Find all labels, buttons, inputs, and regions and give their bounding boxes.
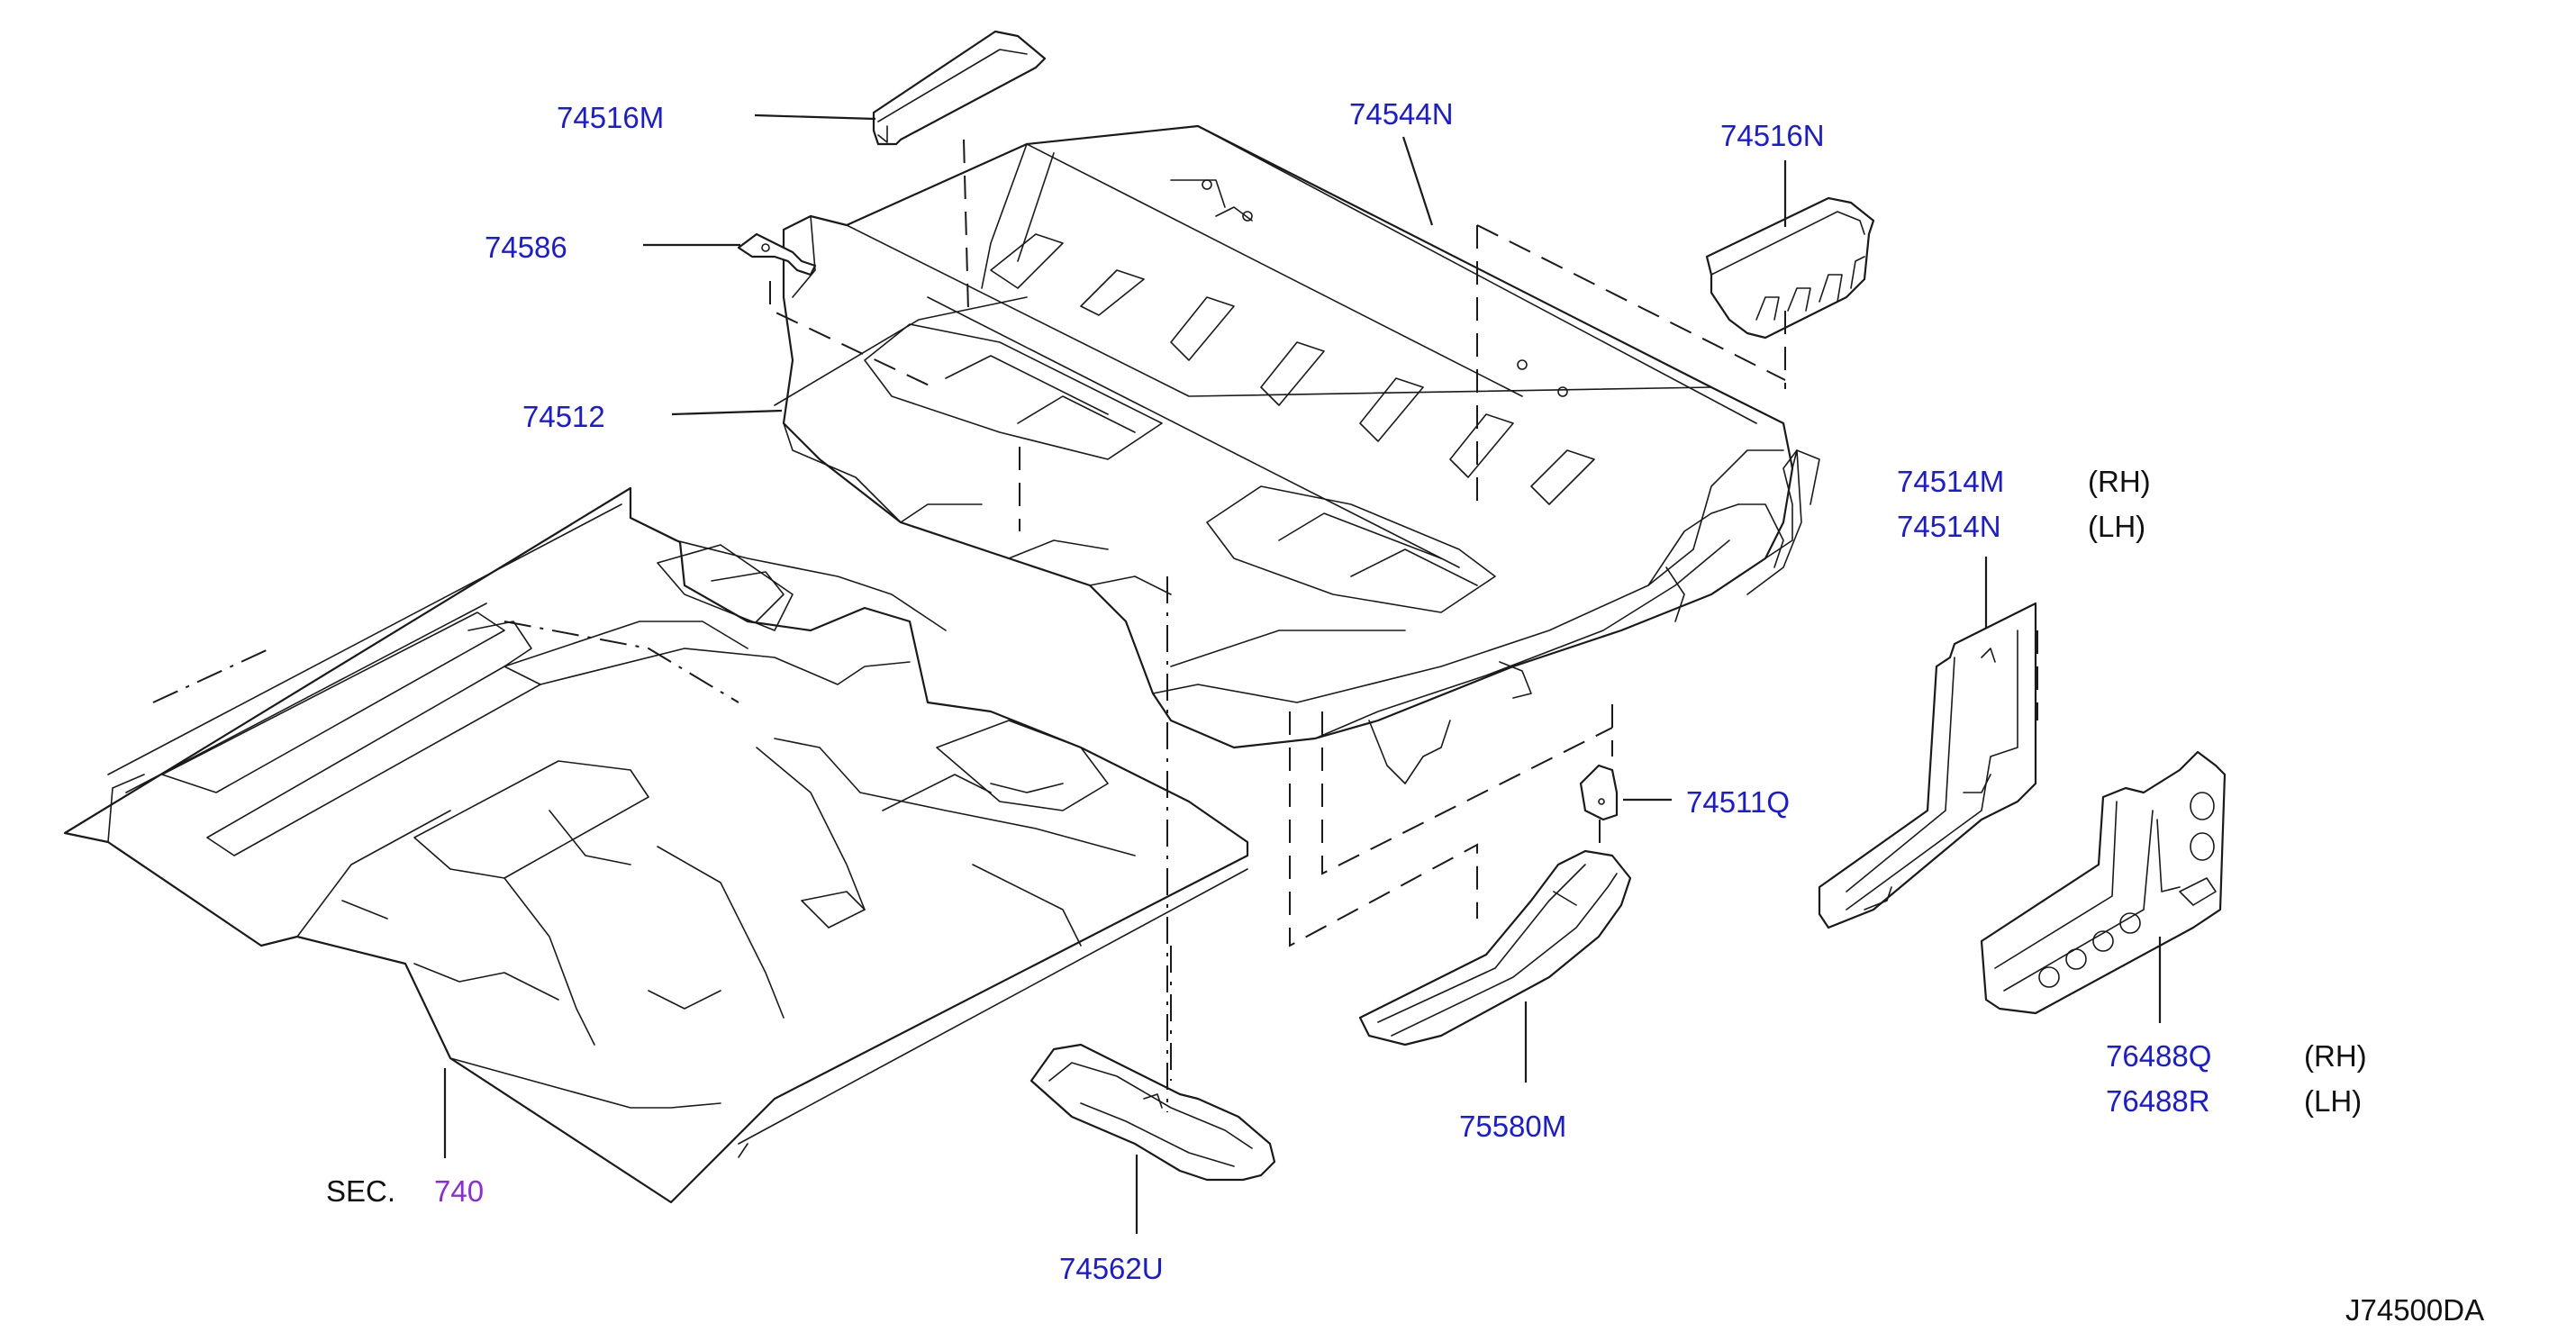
side-label-74514N: (LH) (2088, 510, 2146, 543)
label-74544N[interactable]: 74544N (1349, 97, 1454, 131)
label-74562U[interactable]: 74562U (1059, 1252, 1164, 1285)
front-floor-panel (63, 486, 1249, 1204)
side-label-74514M: (RH) (2088, 465, 2151, 498)
leader-74516M (754, 113, 876, 121)
leader-lines (443, 113, 2162, 1234)
part-75580M-member (1358, 849, 1632, 1047)
part-76488-side-member (1980, 750, 2227, 1015)
leader-74544N (1401, 136, 1434, 226)
label-74516M[interactable]: 74516M (557, 101, 665, 134)
side-label-76488R: (LH) (2304, 1084, 2363, 1118)
section-prefix: SEC. (326, 1174, 396, 1208)
label-74514M[interactable]: 74514M (1897, 465, 2005, 498)
rear-floor-side-members (1746, 449, 1820, 595)
label-75580M[interactable]: 75580M (1459, 1110, 1567, 1143)
part-74516M-bracket (872, 30, 1047, 146)
leader-74512 (671, 409, 783, 416)
label-74512[interactable]: 74512 (522, 400, 605, 433)
section-number-link[interactable]: 740 (434, 1174, 485, 1208)
assembly-dashed-lines (769, 139, 2038, 1112)
label-74511Q[interactable]: 74511Q (1686, 785, 1790, 819)
part-74562U-member (1029, 1043, 1276, 1182)
label-76488R[interactable]: 76488R (2106, 1084, 2210, 1118)
rear-floor-panel (774, 124, 1794, 784)
part-74514-side-member (1818, 602, 2037, 929)
label-76488Q[interactable]: 76488Q (2106, 1039, 2212, 1073)
part-74516N-bracket (1705, 196, 1875, 340)
side-label-76488Q: (RH) (2304, 1039, 2367, 1073)
label-74586[interactable]: 74586 (485, 231, 567, 264)
part-74511Q-bracket (1579, 764, 1619, 821)
label-74516N[interactable]: 74516N (1720, 119, 1825, 152)
part-74586-clip (737, 232, 817, 276)
drawing-code: J74500DA (2345, 1293, 2485, 1327)
label-74514N[interactable]: 74514N (1897, 510, 2001, 543)
